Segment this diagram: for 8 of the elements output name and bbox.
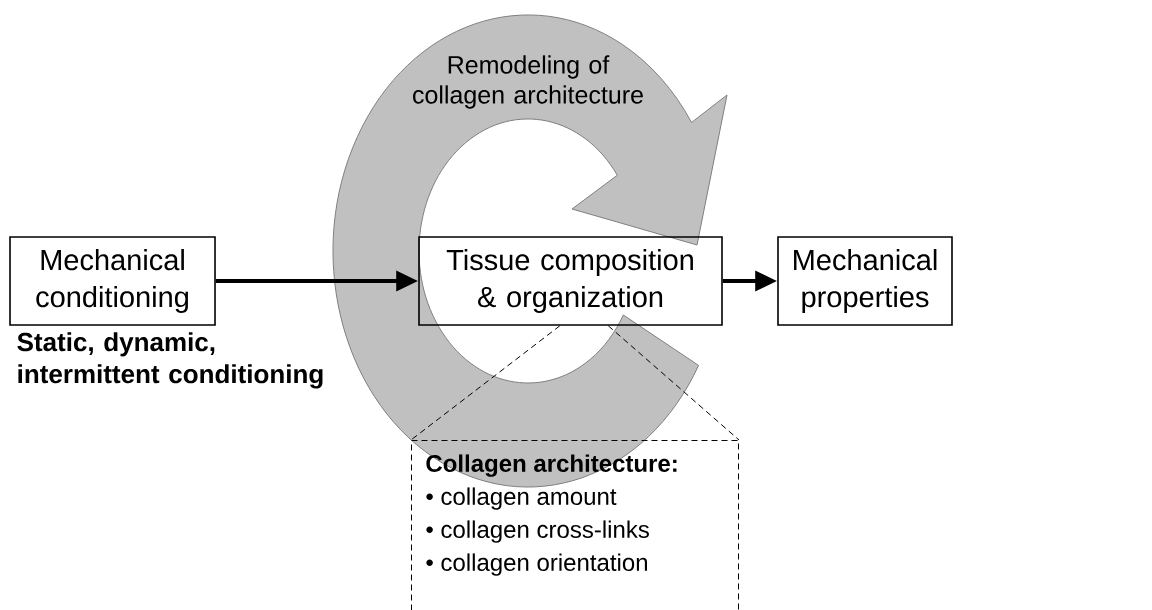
callout-line — [410, 325, 561, 441]
arrow-label: Remodeling of collagen architecture — [413, 55, 643, 109]
callout-box: Collagen architecture: • collagen amount • collagen cross-links • collagen orientation — [411, 440, 739, 610]
process-box: Mechanical conditioning — [9, 236, 216, 326]
note-text: Static, dynamic, intermittent conditioning — [17, 332, 323, 389]
process-box: Mechanical properties — [777, 236, 953, 326]
process-box: Tissue composition & organization — [418, 236, 723, 326]
callout-line — [607, 325, 740, 441]
